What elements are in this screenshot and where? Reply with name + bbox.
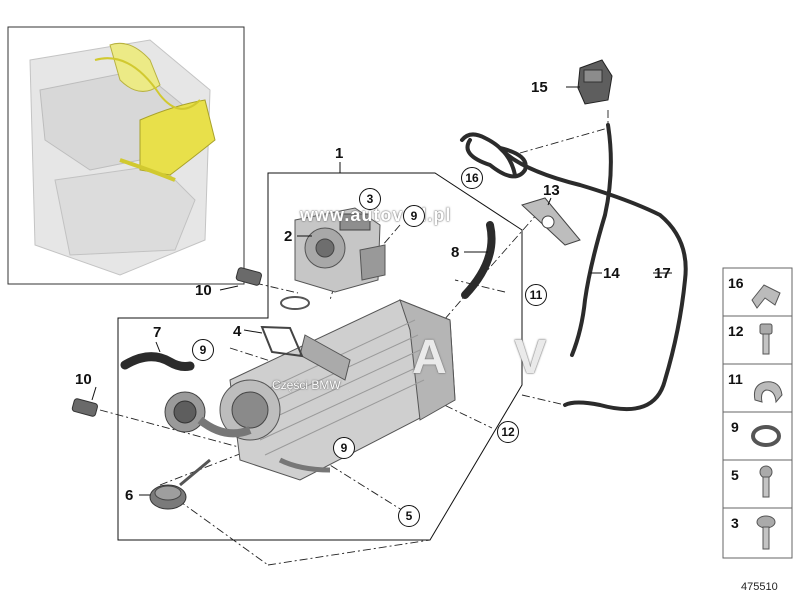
legend-label-3: 3 — [731, 515, 739, 531]
callout-2: 2 — [284, 228, 293, 245]
callout-5: 5 — [398, 505, 420, 527]
vacuum-line-17-upper — [460, 132, 517, 177]
callout-9-bottom: 9 — [333, 437, 355, 459]
hose-8 — [461, 221, 496, 299]
callout-16: 16 — [461, 167, 483, 189]
callout-11: 11 — [525, 284, 547, 306]
label-leaders — [91, 86, 672, 496]
callout-10-lower: 10 — [75, 371, 92, 388]
callout-13: 13 — [543, 182, 560, 199]
gasket-4 — [260, 325, 304, 358]
callout-15: 15 — [531, 79, 548, 96]
watermark-letters: A V — [412, 331, 575, 384]
hose-7 — [120, 352, 195, 371]
egr-valve — [294, 207, 386, 293]
callout-1: 1 — [335, 145, 344, 162]
watermark-brand: Części BMW — [272, 378, 341, 392]
vacuum-line-14 — [570, 123, 613, 357]
callout-9-top: 9 — [403, 205, 425, 227]
engine-overview-illustration — [29, 39, 216, 276]
callout-12: 12 — [497, 421, 519, 443]
callout-9-left: 9 — [192, 339, 214, 361]
legend-label-11: 11 — [728, 371, 743, 387]
callout-6: 6 — [125, 487, 134, 504]
legend-label-9: 9 — [731, 419, 739, 435]
callout-14: 14 — [603, 265, 620, 282]
callout-17: 17 — [654, 265, 671, 282]
plug-10-upper — [235, 267, 262, 286]
plug-10-lower — [71, 398, 98, 417]
legend-label-16: 16 — [728, 275, 744, 291]
pressure-converter-15 — [577, 59, 613, 105]
valve-gasket — [280, 296, 310, 310]
callout-4: 4 — [233, 323, 242, 340]
callout-10-upper: 10 — [195, 282, 212, 299]
legend-label-5: 5 — [731, 467, 739, 483]
callout-8: 8 — [451, 244, 460, 261]
legend-label-12: 12 — [728, 323, 744, 339]
vacuum-actuator-6 — [149, 458, 211, 510]
fastener-legend — [722, 267, 793, 559]
callout-7: 7 — [153, 324, 162, 341]
vacuum-line-17 — [465, 138, 688, 412]
diagram-number: 475510 — [741, 581, 778, 593]
callout-3: 3 — [359, 188, 381, 210]
egr-cooler — [164, 299, 456, 481]
